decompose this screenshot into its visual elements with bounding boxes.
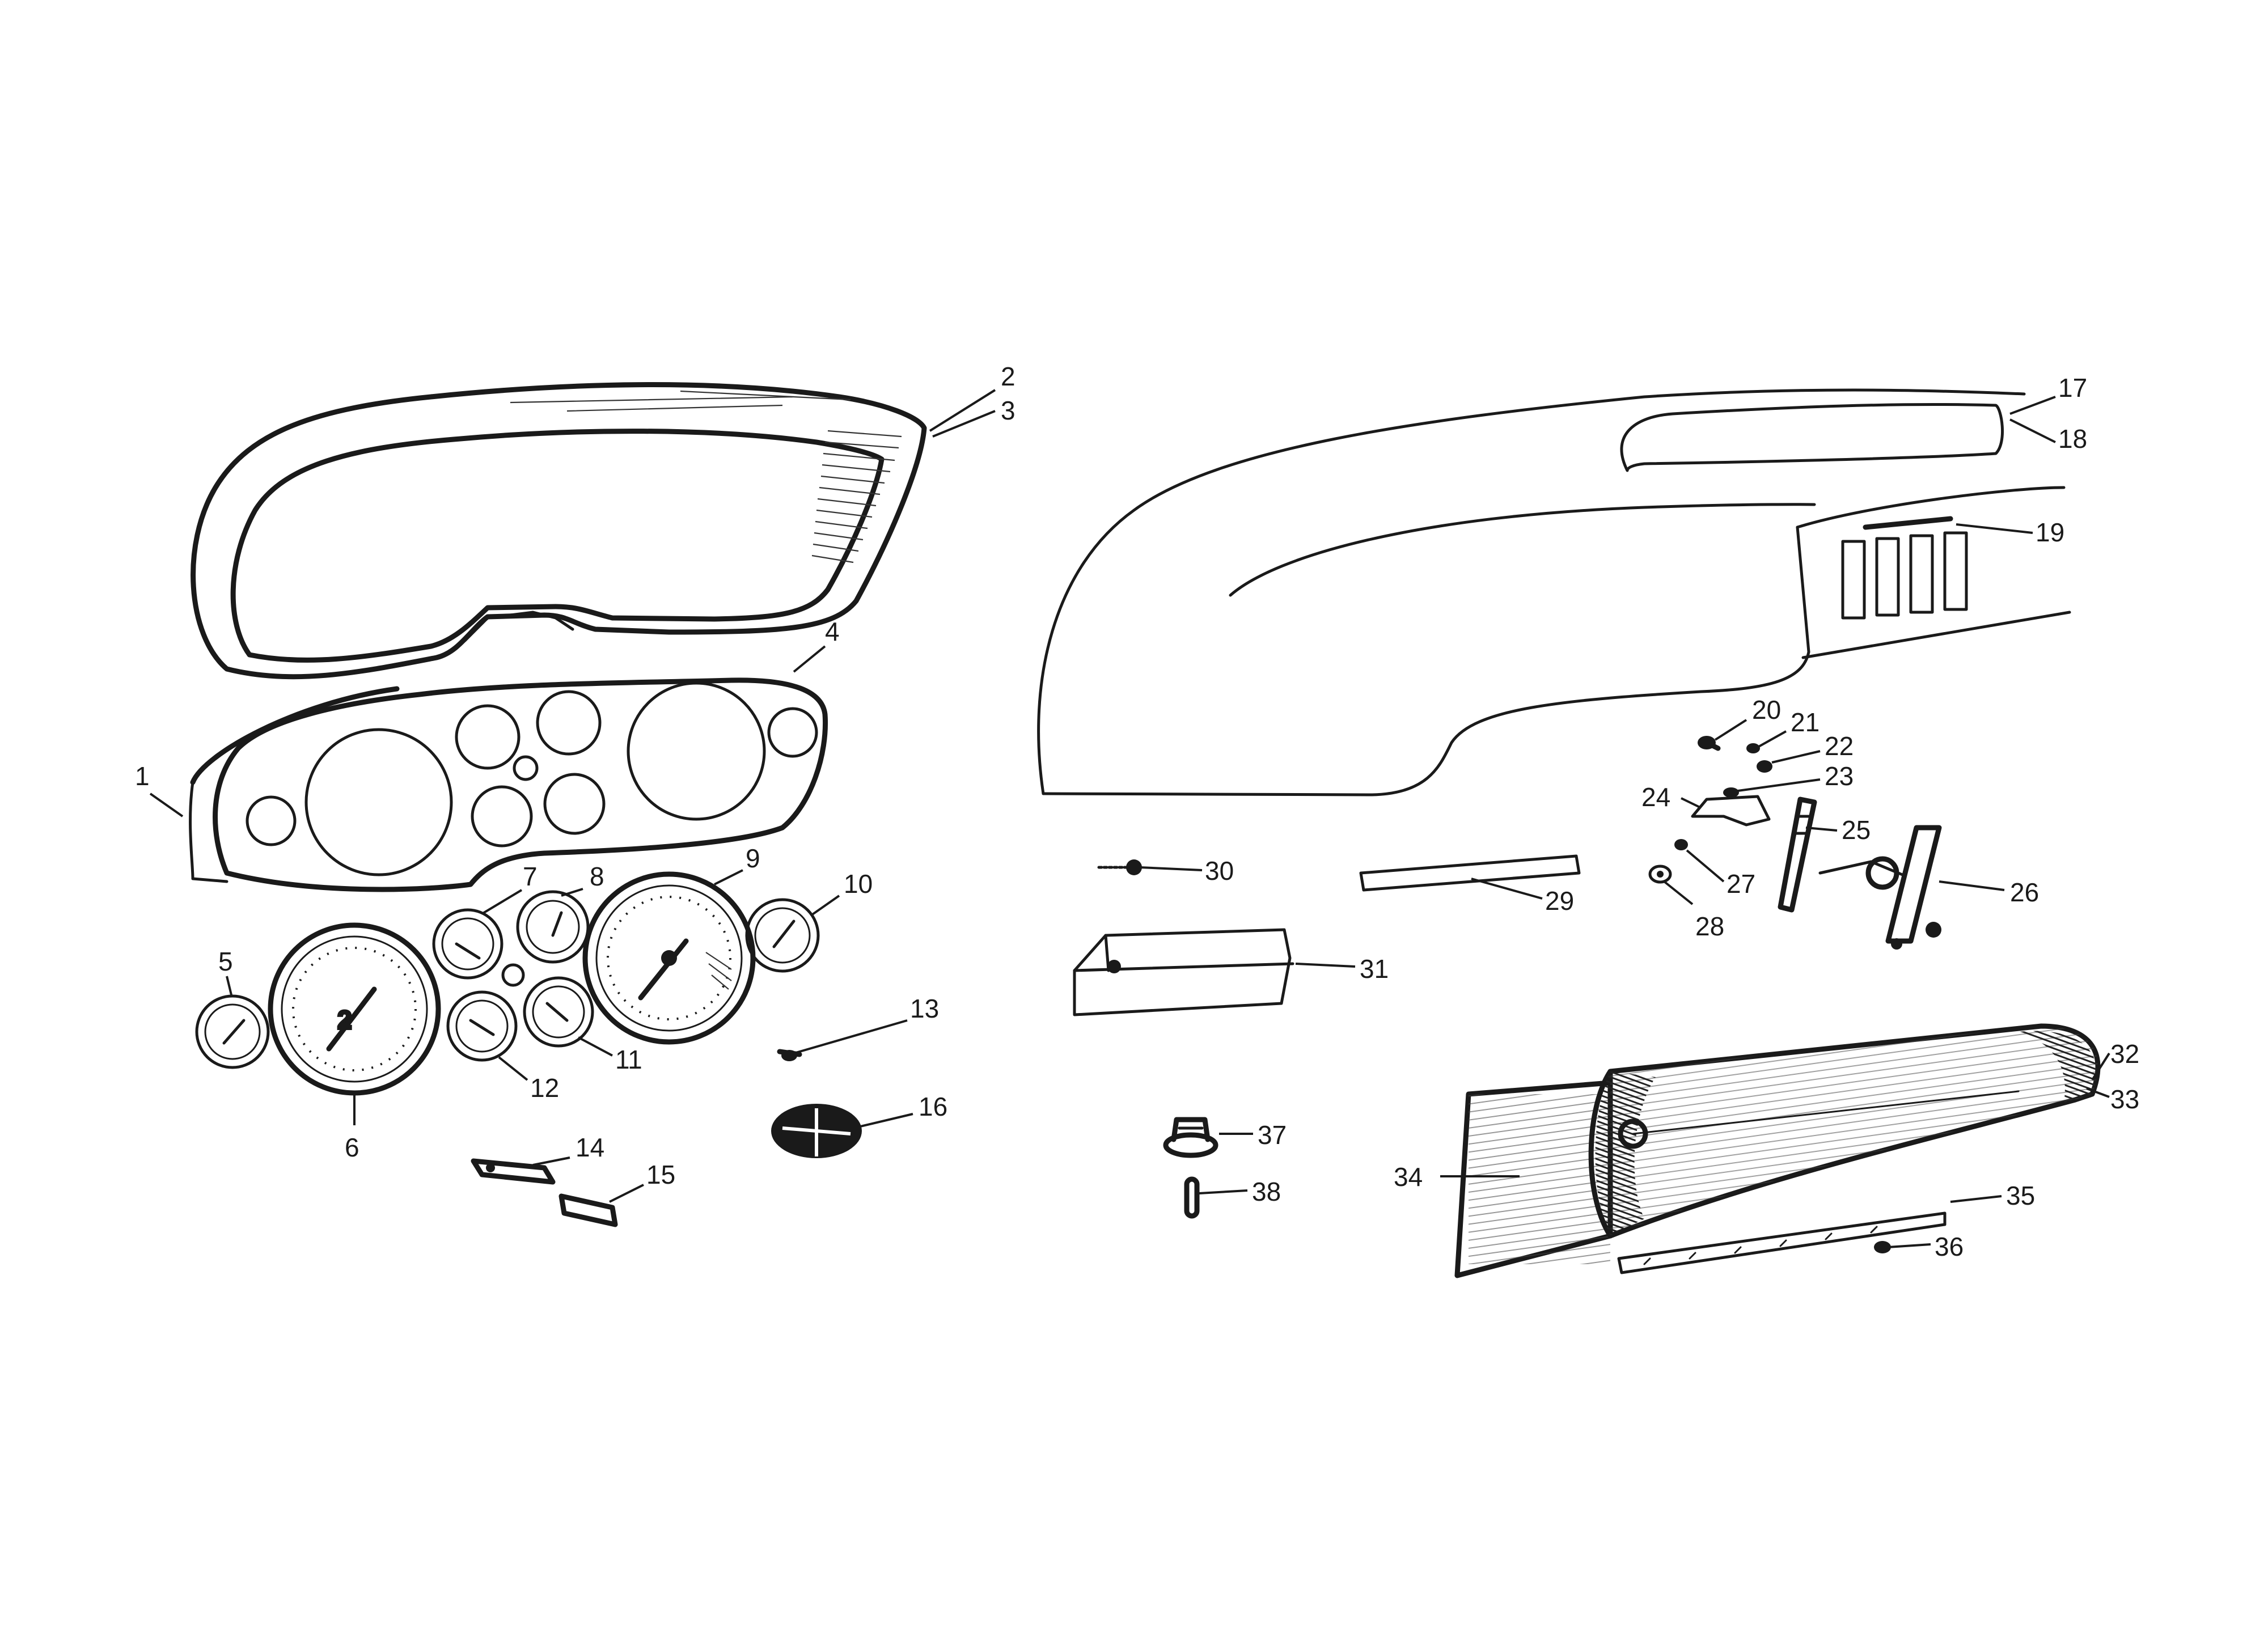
nut-28 — [1648, 865, 1672, 884]
gauge-8 — [516, 890, 590, 964]
speedometer-gauge-6: 2 — [268, 922, 441, 1096]
callout-17: 17 — [2058, 373, 2087, 402]
callout-24: 24 — [1641, 782, 1670, 812]
callout-11: 11 — [615, 1045, 642, 1074]
screw-23 — [1723, 787, 1739, 798]
gauge-7 — [432, 908, 503, 980]
callout-12: 12 — [530, 1073, 559, 1103]
bracket-24 — [1691, 795, 1771, 827]
callout-30: 30 — [1205, 856, 1234, 885]
screw-13 — [777, 1049, 802, 1061]
callout-2: 2 — [1001, 362, 1015, 391]
callout-19: 19 — [2036, 518, 2064, 547]
callout-29: 29 — [1545, 886, 1574, 916]
instrument-panel — [189, 677, 828, 892]
callout-15: 15 — [646, 1160, 675, 1189]
callout-9: 9 — [746, 844, 760, 873]
callout-32: 32 — [2110, 1039, 2139, 1069]
callout-36: 36 — [1935, 1232, 1964, 1261]
callout-7: 7 — [523, 862, 538, 891]
glovebox-door-assembly — [1454, 1023, 2101, 1278]
callout-26: 26 — [2010, 878, 2039, 907]
dashboard-top-panel — [1037, 388, 2071, 796]
callout-labels: 1 2 3 4 5 6 7 8 9 10 11 12 13 14 15 16 1… — [135, 362, 2139, 1261]
trim-strip-29 — [1359, 854, 1581, 892]
gauge-5 — [195, 994, 270, 1069]
callout-14: 14 — [576, 1133, 604, 1162]
callout-3: 3 — [1001, 396, 1015, 425]
callout-16: 16 — [919, 1092, 947, 1121]
callout-23: 23 — [1825, 761, 1854, 791]
callout-18: 18 — [2058, 424, 2087, 454]
knob-37 — [1163, 1117, 1218, 1158]
callout-38: 38 — [1252, 1177, 1281, 1206]
callout-25: 25 — [1842, 815, 1871, 845]
callout-21: 21 — [1791, 707, 1820, 737]
callout-4: 4 — [825, 617, 840, 646]
callout-27: 27 — [1727, 869, 1755, 899]
pin-38 — [1184, 1176, 1200, 1219]
nut-22 — [1757, 760, 1772, 773]
callout-6: 6 — [345, 1133, 359, 1162]
screw-30 — [1097, 859, 1142, 875]
badge-16 — [771, 1104, 862, 1158]
gauge-11 — [501, 963, 594, 1048]
gauge-12 — [446, 990, 518, 1062]
screw-36 — [1874, 1241, 1891, 1253]
callout-20: 20 — [1752, 695, 1781, 724]
callout-37: 37 — [1258, 1120, 1287, 1150]
bracket-15 — [558, 1193, 618, 1227]
callout-22: 22 — [1825, 731, 1854, 761]
callout-33: 33 — [2110, 1084, 2139, 1114]
callout-34: 34 — [1394, 1162, 1423, 1192]
callout-31: 31 — [1360, 954, 1389, 984]
tachometer-gauge-9 — [582, 871, 756, 1045]
bracket-14 — [471, 1158, 556, 1185]
lever-assembly-26 — [1818, 825, 1942, 950]
callout-28: 28 — [1695, 912, 1724, 941]
washer-21 — [1746, 743, 1760, 753]
leader-lines — [149, 389, 2110, 1248]
callout-8: 8 — [590, 862, 604, 891]
bracket-25 — [1778, 796, 1817, 913]
callout-35: 35 — [2006, 1181, 2035, 1210]
callout-10: 10 — [844, 869, 873, 899]
callout-1: 1 — [135, 761, 150, 791]
callout-5: 5 — [218, 947, 233, 976]
vent-19 — [1841, 516, 1968, 620]
washer-27 — [1674, 839, 1688, 850]
screw-20 — [1698, 736, 1721, 751]
glovebox-tray-31 — [1073, 928, 1294, 1016]
instrument-hood — [191, 382, 927, 680]
callout-13: 13 — [910, 994, 939, 1023]
gauge-10 — [745, 898, 820, 973]
